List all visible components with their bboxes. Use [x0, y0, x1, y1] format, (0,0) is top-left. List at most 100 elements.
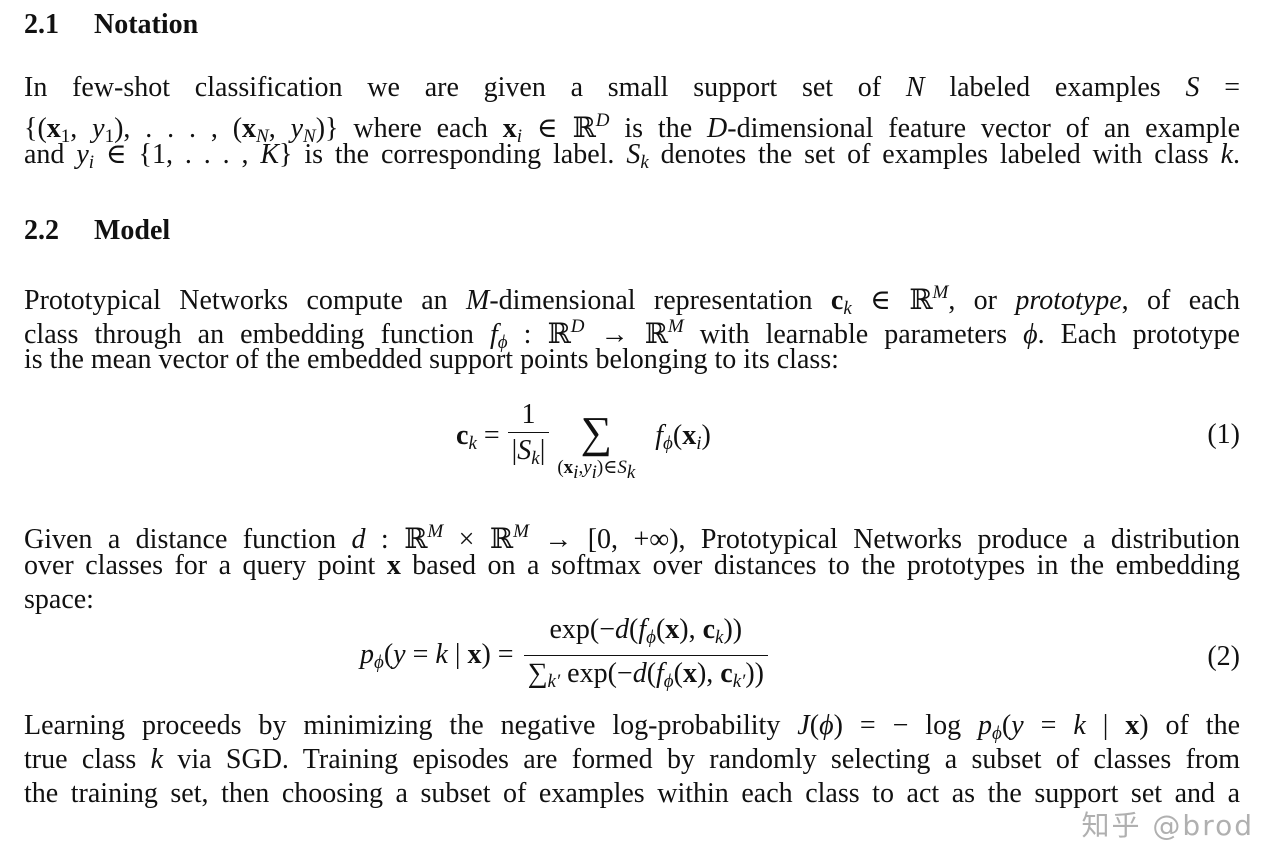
text-run: (	[383, 638, 394, 670]
text-run: ),	[696, 657, 721, 689]
eq1-lhs: ck =	[456, 420, 500, 455]
math-symbol: f	[655, 419, 664, 451]
sum-symbol: ∑	[580, 407, 612, 457]
text-run: ∈ ℝ	[522, 113, 596, 144]
text-run: ∈ {1, . . . ,	[94, 139, 261, 170]
text-run: class through an embedding function	[24, 319, 490, 350]
text-run: × ℝ	[443, 524, 514, 555]
math-symbol: k	[531, 447, 540, 469]
math-symbol: y	[1011, 710, 1024, 741]
text-run: (	[673, 657, 683, 689]
math-symbol: K	[260, 139, 280, 170]
text-run: Learning proceeds by minimizing the nega…	[24, 710, 798, 741]
paragraph-line: In few-shot classification we are given …	[24, 71, 1240, 105]
text-run: : ℝ	[365, 524, 428, 555]
text-run: ))	[745, 657, 764, 689]
text-run: } is the corresponding label.	[279, 139, 627, 170]
text-run: ))	[723, 613, 743, 645]
text-run: (	[655, 613, 666, 645]
math-symbol: i	[696, 432, 702, 454]
math-symbol: y	[583, 456, 592, 478]
math-symbol: D	[595, 110, 610, 131]
math-symbol: i	[591, 461, 597, 483]
text-run: exp(−	[549, 613, 615, 645]
text-run: labeled examples	[924, 72, 1186, 103]
text-run: -dimensional feature vector of an exampl…	[727, 113, 1241, 144]
text-run: =	[476, 419, 500, 451]
math-symbol: x	[502, 113, 517, 144]
math-symbol: x	[563, 456, 574, 478]
math-symbol: x	[682, 657, 697, 689]
text-run: (	[646, 657, 657, 689]
text-run: In few-shot classification we are given …	[24, 72, 906, 103]
math-symbol: c	[456, 419, 469, 451]
math-symbol: k′	[732, 670, 746, 692]
math-symbol: M	[513, 521, 529, 542]
math-symbol: N	[303, 126, 316, 147]
text-run: , or	[948, 285, 1016, 316]
math-symbol: p	[978, 710, 993, 741]
text-run: (	[1001, 710, 1012, 741]
paragraph-line: Given a distance function d : ℝM × ℝM → …	[24, 515, 1240, 555]
math-symbol: i	[573, 461, 579, 483]
math-symbol: c	[702, 613, 716, 645]
eq1-fraction: 1 |Sk|	[507, 398, 550, 477]
math-symbol: 1	[60, 126, 71, 147]
paragraph-line: true class k via SGD. Training episodes …	[24, 743, 1240, 777]
text-run: over classes for a query point	[24, 550, 387, 581]
text-run: ,	[268, 113, 291, 144]
text-run: =	[1199, 72, 1240, 103]
math-symbol: k	[843, 298, 852, 319]
math-symbol: ϕ	[497, 332, 508, 353]
text-run: ), . . . , (	[114, 113, 243, 144]
math-symbol: S	[626, 139, 641, 170]
math-symbol: 1	[104, 126, 115, 147]
eq1-rhs: fϕ(xi)	[655, 420, 711, 455]
text-run: is the mean vector of the embedded suppo…	[24, 344, 839, 375]
text-run: the training set, then choosing a subset…	[24, 778, 1240, 809]
section-title: Model	[94, 215, 171, 246]
math-symbol: y	[92, 113, 105, 144]
math-symbol: i	[516, 126, 523, 147]
text-run: ) = − log	[833, 710, 979, 741]
math-symbol: x	[242, 113, 257, 144]
math-symbol: f	[638, 613, 647, 645]
text-run: and	[24, 139, 77, 170]
math-symbol: d	[632, 657, 647, 689]
text-run: (	[557, 456, 564, 478]
math-symbol: y	[76, 139, 89, 170]
eq1-denominator: |Sk|	[507, 431, 550, 477]
text-run: exp(−	[560, 657, 633, 689]
text-run: ,	[70, 113, 93, 144]
section-title: Notation	[94, 9, 199, 40]
text-run: (	[628, 613, 639, 645]
section-heading-model: 2.2 Model	[24, 214, 170, 248]
math-symbol: d	[614, 613, 629, 645]
paragraph-line: {(x1, y1), . . . , (xN, yN)} where each …	[24, 104, 1240, 147]
math-symbol: k	[640, 152, 649, 173]
math-symbol: x	[665, 613, 680, 645]
text-run: )} where each	[315, 113, 503, 144]
text-run: (	[672, 419, 683, 451]
math-symbol: k′	[547, 670, 561, 692]
math-symbol: S	[517, 434, 532, 466]
eq1-numerator: 1	[518, 398, 540, 432]
math-symbol: k	[1220, 139, 1234, 170]
text-run: : ℝ	[507, 319, 571, 350]
paragraph-line: space:	[24, 583, 1240, 617]
text-run: space:	[24, 584, 94, 615]
math-symbol: k	[150, 744, 164, 775]
eq2-lhs: pϕ(y = k | x) =	[360, 639, 514, 674]
math-symbol: y	[393, 638, 406, 670]
math-symbol: k	[468, 432, 477, 454]
math-symbol: S	[617, 456, 627, 478]
paragraph-line: over classes for a query point x based o…	[24, 549, 1240, 583]
math-symbol: S	[1185, 72, 1200, 103]
text-run: with learnable parameters	[683, 319, 1024, 350]
math-symbol: M	[667, 316, 684, 337]
text-run: Given a distance function	[24, 524, 352, 555]
eq1-sum-subscript: (xi,yi)∈Sk	[557, 455, 635, 486]
math-symbol: x	[682, 419, 697, 451]
section-number: 2.2	[24, 215, 59, 246]
